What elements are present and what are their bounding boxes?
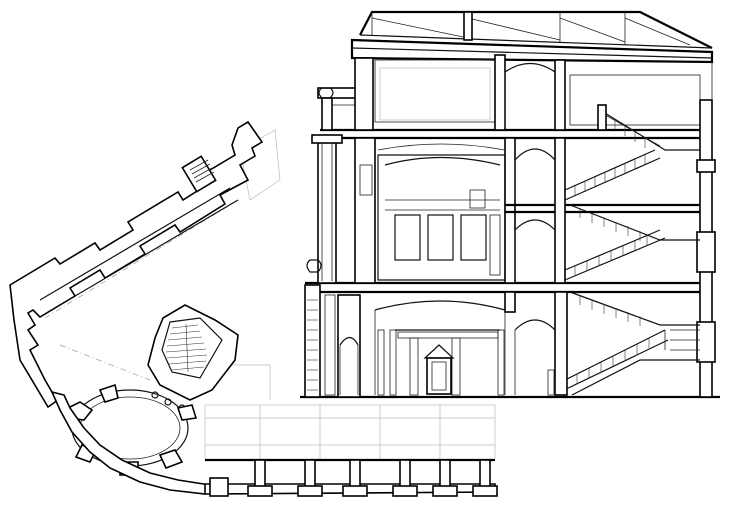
- room-panel-3: [460, 214, 487, 261]
- building-section: [300, 10, 720, 399]
- grand-staircase: [554, 104, 700, 396]
- stair-flight-1: [564, 104, 700, 201]
- room-panel-1: [394, 214, 421, 261]
- section-roof: [359, 10, 713, 49]
- plan-oval-rotunda: [67, 383, 198, 476]
- section-top-left-parapet: [317, 87, 359, 131]
- section-finials: [306, 87, 334, 273]
- floor-plan: [9, 120, 498, 497]
- room-panel-2: [427, 214, 454, 261]
- section-right-facade: [696, 62, 716, 398]
- section-stair-hall-arches: [504, 137, 712, 284]
- plan-upper-stair: [181, 155, 217, 193]
- stair-flight-3: [554, 291, 700, 396]
- section-piano-nobile-room: [377, 143, 506, 281]
- plan-main-stair: [147, 304, 239, 412]
- section-ground-floor: [304, 284, 568, 398]
- section-aedicule-doorway: [423, 344, 455, 395]
- section-left-giant-column: [311, 134, 343, 284]
- plan-wing-outer-wall: [9, 120, 264, 409]
- stair-flight-2: [564, 204, 700, 281]
- plan-bottom-facade: [204, 458, 498, 497]
- section-upper-left-wall: [354, 57, 374, 131]
- section-attic-cornice: [350, 38, 714, 64]
- plan-wing-inner-wall: [39, 187, 231, 301]
